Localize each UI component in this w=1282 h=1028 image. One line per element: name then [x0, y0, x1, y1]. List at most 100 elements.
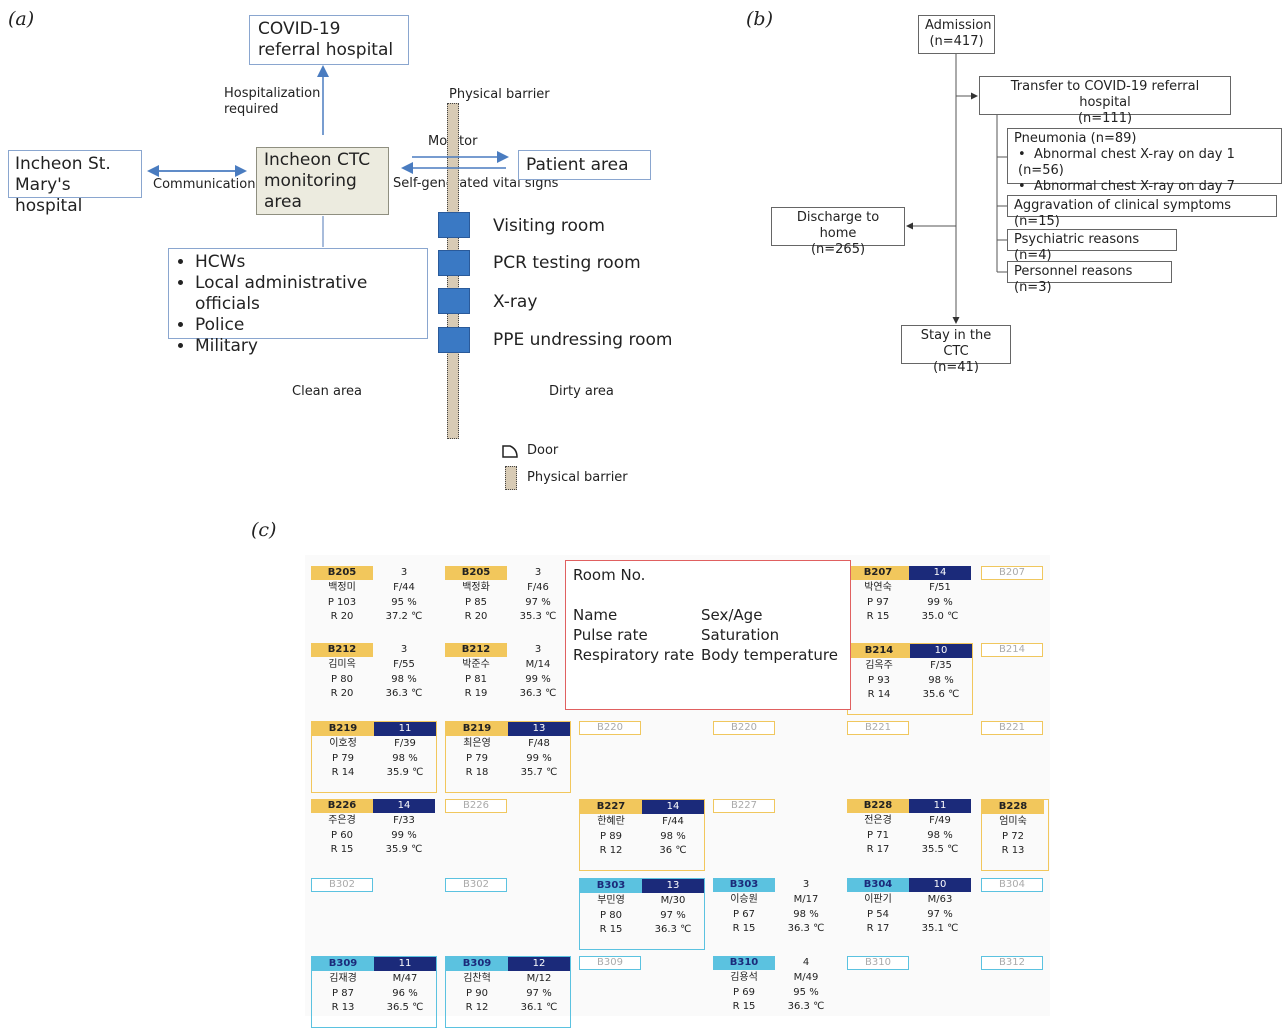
day-badge: 11: [909, 799, 971, 813]
pulse: P 80: [600, 909, 622, 921]
pulse: P 81: [465, 673, 487, 685]
temperature: 35.6 ℃: [922, 689, 960, 700]
saturation: 98 %: [391, 673, 417, 685]
temperature: 36.1 ℃: [520, 1002, 558, 1013]
empty-room-tag: B207: [981, 566, 1043, 580]
panel-a-label: (a): [8, 8, 35, 30]
sex-age: F/49: [929, 815, 951, 826]
self-vitals-label: Self-generated vital signs: [393, 176, 559, 191]
pneumonia-title: Pneumonia (n=89): [1014, 131, 1137, 146]
patient-name: 백정화: [462, 582, 490, 593]
pulse: P 54: [867, 908, 889, 920]
patient-name: 박연숙: [864, 582, 892, 593]
patient-name: 김미옥: [328, 659, 356, 670]
resp: R 20: [330, 688, 354, 699]
legend-room-no: Room No.: [573, 566, 646, 584]
temperature: 35.9 ℃: [386, 767, 424, 778]
patient-name: 백정미: [328, 582, 356, 593]
patient-name: 주은경: [328, 815, 356, 826]
patient-name: 부민영: [597, 895, 625, 906]
day-badge: 12: [508, 957, 570, 971]
pulse: P 87: [332, 987, 354, 999]
legend-resp: Respiratory rate: [573, 646, 695, 664]
room-tag: B310: [713, 956, 775, 970]
panel-b-lines: [906, 53, 1007, 324]
saturation: 98 %: [793, 908, 819, 920]
pulse: P 60: [331, 829, 353, 841]
temperature: 35.0 ℃: [921, 611, 959, 622]
patient-name: 이판기: [864, 894, 892, 905]
patient-name: 엄미숙: [999, 816, 1027, 827]
day-badge: 14: [373, 799, 435, 813]
legend-saturation: Saturation: [701, 626, 780, 644]
staff-item: Local administrative officials: [195, 273, 423, 315]
day-badge: 14: [642, 800, 704, 814]
room-tag: B309: [446, 957, 508, 971]
resp: R 17: [866, 844, 890, 855]
staff-item: HCWs: [195, 252, 423, 273]
room-tag: B207: [847, 566, 909, 580]
dirty-area-label: Dirty area: [549, 384, 614, 399]
temperature: 36.3 ℃: [654, 924, 692, 935]
pulse: P 93: [868, 674, 890, 686]
pulse: P 103: [327, 596, 357, 608]
day-badge: 3: [400, 567, 408, 578]
personnel-box: Personnel reasons (n=3): [1007, 261, 1172, 295]
legend-temp: Body temperature: [701, 646, 838, 664]
transfer-box: Transfer to COVID-19 referral hospital (…: [979, 76, 1231, 126]
door-icon: [502, 445, 518, 458]
temperature: 36.5 ℃: [386, 1002, 424, 1013]
resp: R 18: [465, 767, 489, 778]
room-tag: B228: [847, 799, 909, 813]
legend-barrier-swatch: [505, 466, 517, 490]
pulse: P 69: [733, 986, 755, 998]
legend-sex-age: Sex/Age: [701, 606, 763, 624]
pneumonia-box: Pneumonia (n=89) • Abnormal chest X-ray …: [1007, 128, 1282, 210]
sex-age: F/46: [527, 582, 549, 593]
temperature: 36.3 ℃: [385, 688, 423, 699]
saturation: 95 %: [793, 986, 819, 998]
patient-name: 최은영: [463, 738, 491, 749]
sex-age: M/49: [793, 972, 819, 983]
patient-name: 김찬혁: [463, 973, 491, 984]
resp: R 15: [866, 611, 890, 622]
panel-a-arrows: [147, 65, 509, 247]
day-badge: 11: [374, 722, 436, 736]
legend-pulse: Pulse rate: [573, 626, 648, 644]
resp: R 20: [330, 611, 354, 622]
room-tag: B304: [847, 878, 909, 892]
temperature: 36.3 ℃: [519, 688, 557, 699]
pulse: P 89: [600, 830, 622, 842]
room-label: Visiting room: [493, 216, 605, 236]
room-tag: B309: [312, 957, 374, 971]
saturation: 97 %: [660, 909, 686, 921]
empty-room-tag: B227: [713, 799, 775, 813]
saturation: 99 %: [526, 752, 552, 764]
legend-barrier-label: Physical barrier: [527, 470, 628, 485]
temperature: 35.7 ℃: [520, 767, 558, 778]
sex-age: F/55: [393, 659, 415, 670]
psychiatric-box: Psychiatric reasons (n=4): [1007, 229, 1177, 263]
saturation: 95 %: [391, 596, 417, 608]
sex-age: M/12: [526, 973, 552, 984]
door-icon: [438, 250, 470, 276]
empty-room-tag: B312: [981, 956, 1043, 970]
day-badge: 11: [374, 957, 436, 971]
day-badge: 10: [909, 878, 971, 892]
sex-age: F/44: [662, 816, 684, 827]
day-badge: 10: [910, 644, 972, 658]
sex-age: F/51: [929, 582, 951, 593]
empty-room-tag: B302: [445, 878, 507, 892]
room-tag: B205: [445, 566, 507, 580]
